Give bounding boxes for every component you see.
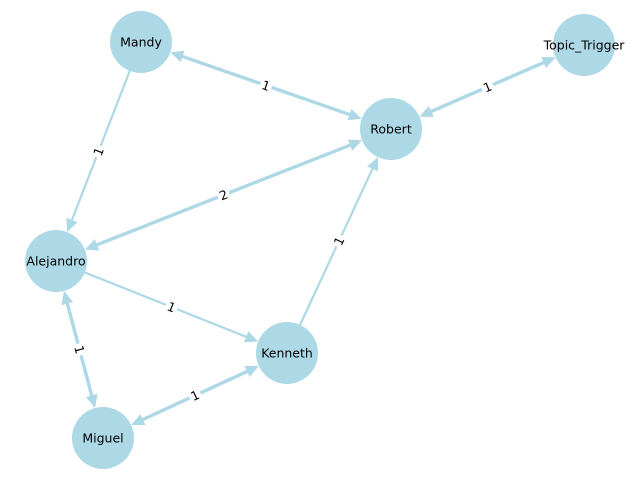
arrowhead-icon — [347, 108, 362, 121]
node-alejandro[interactable]: Alejandro — [25, 230, 87, 292]
node-label: Robert — [370, 122, 412, 137]
node-mandy[interactable]: Mandy — [110, 11, 172, 73]
arrowhead-icon — [85, 393, 98, 409]
node-label: Kenneth — [261, 346, 313, 361]
node-circle[interactable] — [25, 230, 87, 292]
edge-weight-label-bg — [257, 75, 275, 96]
node-kenneth[interactable]: Kenneth — [256, 322, 318, 384]
edge-weight-text: 1 — [71, 344, 88, 356]
node-circle[interactable] — [256, 322, 318, 384]
node-label: Miguel — [82, 431, 123, 446]
node-circle[interactable] — [110, 11, 172, 73]
arrowhead-icon — [244, 366, 259, 377]
arrowhead-icon — [131, 414, 146, 425]
edge-labels-layer: 1 1 1 2 1 1 1 1 — [70, 75, 497, 406]
edge-weight-label: 1 — [88, 143, 109, 160]
arrowhead-icon — [367, 157, 378, 172]
node-circle[interactable] — [360, 98, 422, 160]
node-label: Mandy — [120, 35, 162, 50]
node-label: Alejandro — [26, 254, 85, 269]
edge-weight-label: 1 — [329, 232, 349, 250]
arrowhead-icon — [347, 139, 363, 151]
edge-weight-label-bg — [329, 232, 349, 250]
node-label: Topic_Trigger — [543, 38, 626, 53]
edge-weight-label: 2 — [214, 185, 233, 205]
node-topic_trigger[interactable]: Topic_Trigger — [543, 14, 626, 76]
node-circle[interactable] — [72, 407, 134, 469]
edge-weight-label-bg — [70, 341, 89, 358]
arrowhead-icon — [66, 217, 78, 233]
edge-weight-label: 1 — [478, 77, 497, 97]
edge-weight-label: 1 — [70, 341, 89, 358]
arrowhead-icon — [419, 105, 434, 117]
edge-weight-label: 1 — [186, 385, 204, 406]
arrowhead-icon — [84, 239, 100, 251]
edge-weight-label-bg — [186, 385, 204, 406]
edge-weight-label: 1 — [257, 75, 275, 96]
arrowhead-icon — [541, 57, 556, 69]
arrowhead-icon — [243, 331, 259, 343]
edge-weight-label-bg — [88, 143, 109, 160]
edge-weight-label: 1 — [162, 297, 181, 317]
node-miguel[interactable]: Miguel — [72, 407, 134, 469]
node-robert[interactable]: Robert — [360, 98, 422, 160]
node-circle[interactable] — [553, 14, 615, 76]
edge-weight-label-bg — [162, 297, 181, 317]
edge-weight-label-bg — [214, 185, 233, 205]
arrowhead-icon — [61, 290, 74, 306]
arrowhead-icon — [170, 50, 185, 63]
edge-weight-label-bg — [478, 77, 497, 97]
